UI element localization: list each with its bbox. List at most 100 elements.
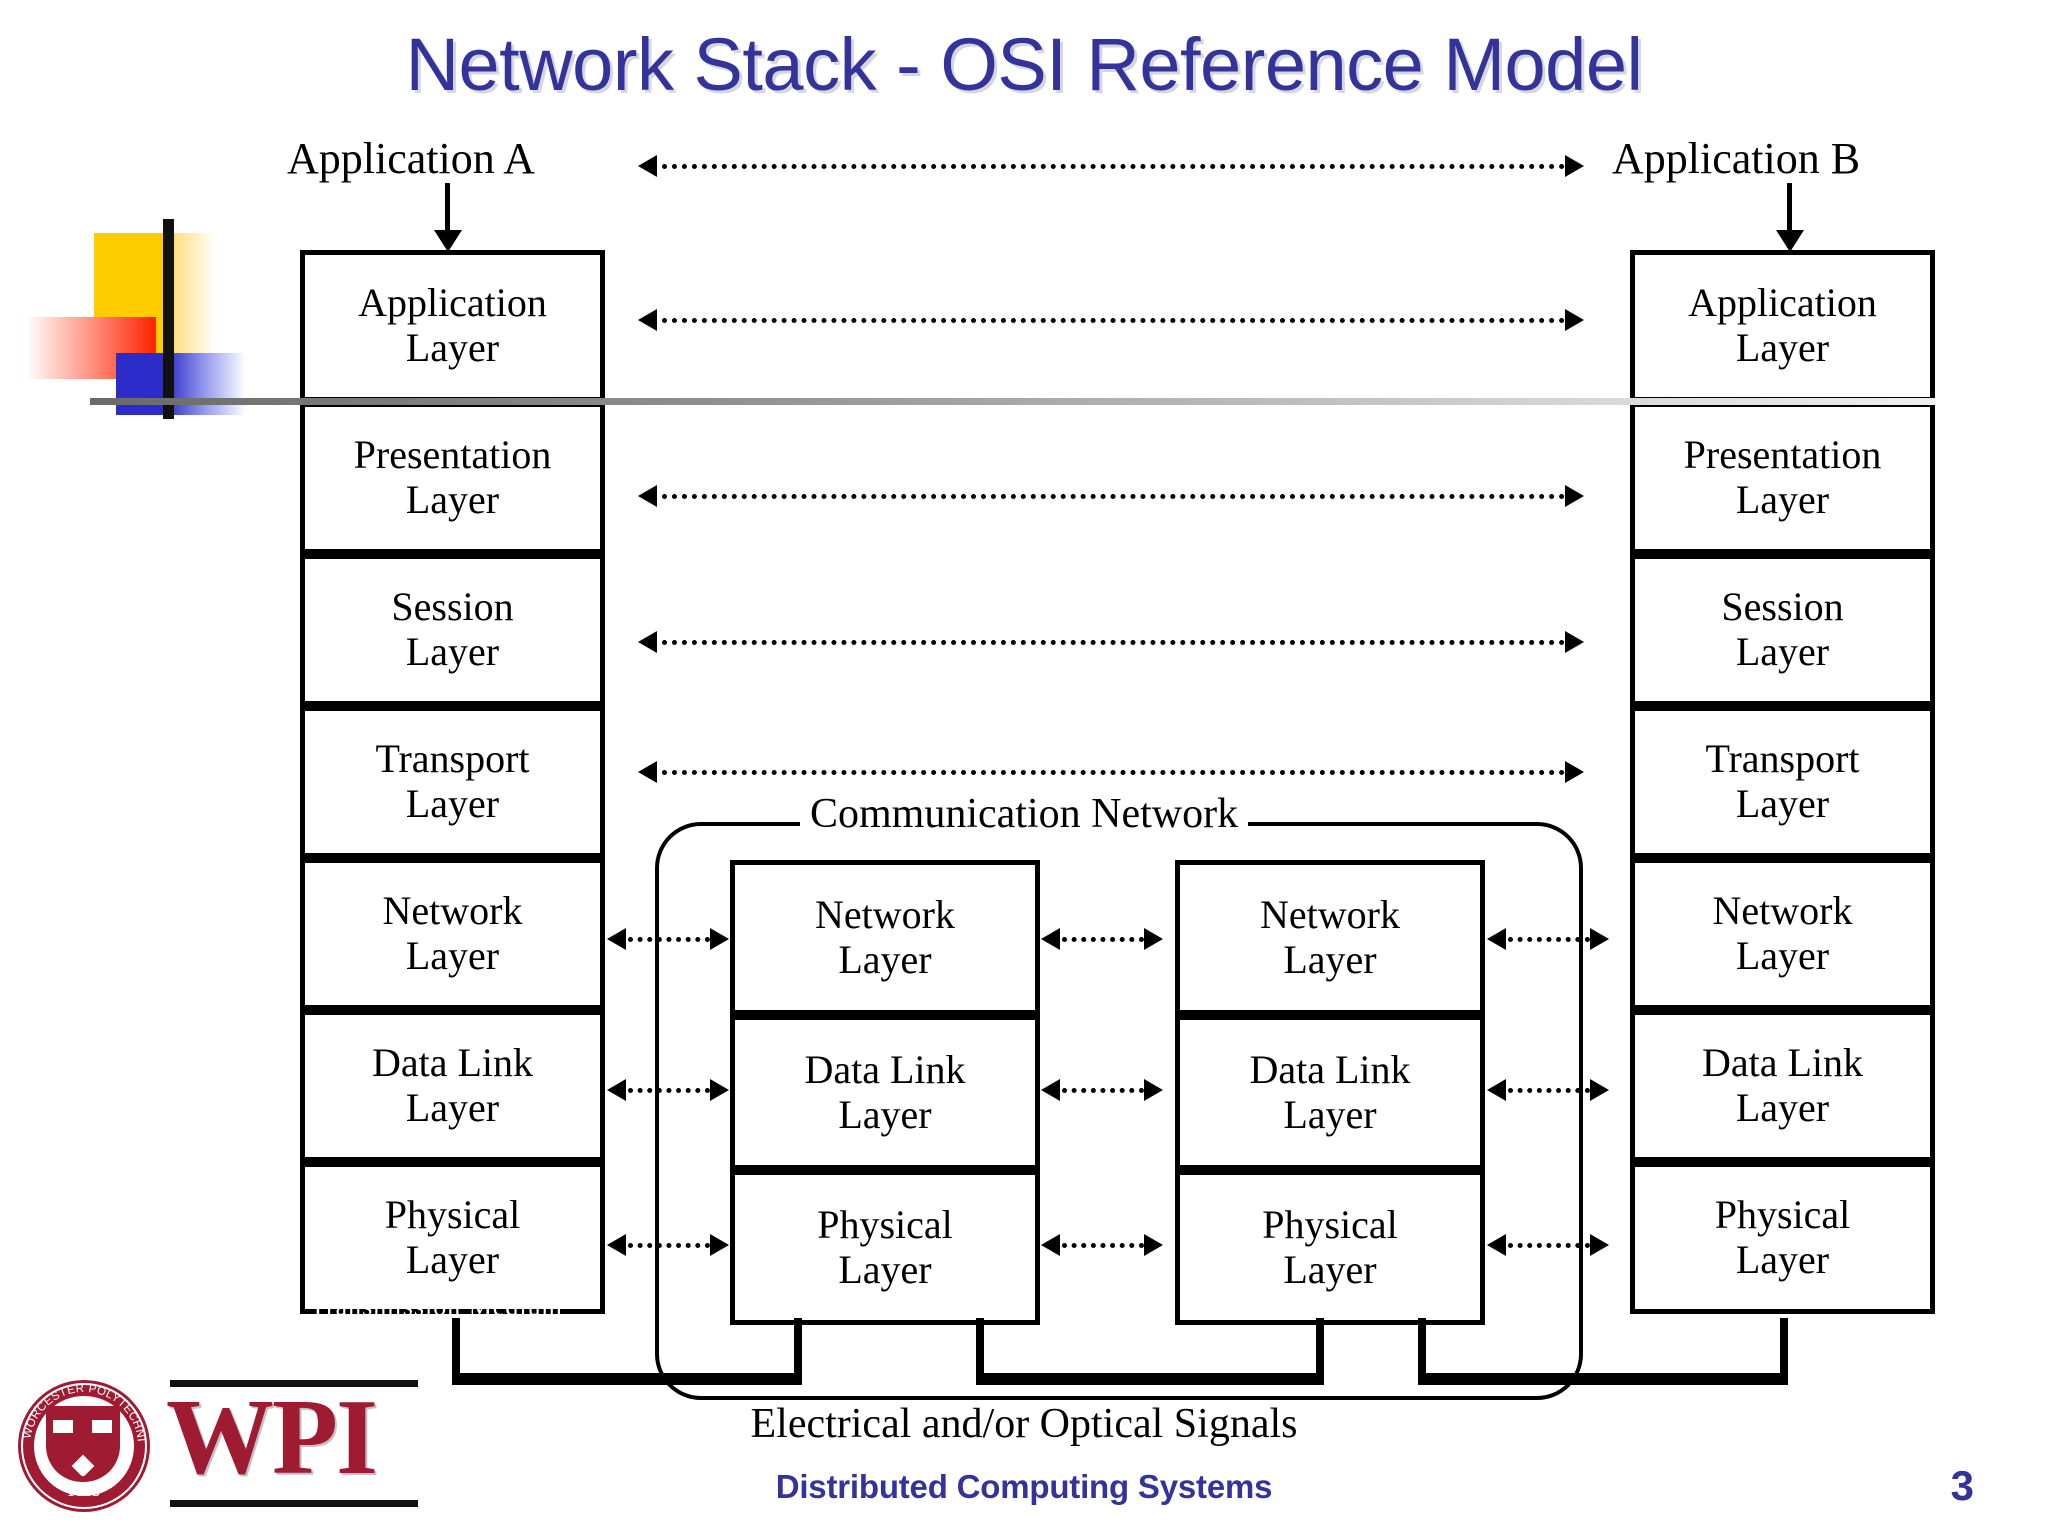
host-b-layer-application[interactable]: Application Layer [1630,250,1935,402]
bracket-left-leg [976,1318,984,1378]
link-a-r1-physical-head-left [607,1234,626,1256]
link-r2-b-physical-line [1508,1243,1590,1248]
layer-name-line2: Layer [838,936,932,982]
layer-name-line2: Layer [1735,629,1830,674]
peer-arrow-presentation-head-right [1565,485,1584,507]
layer-name-line2: Layer [1283,936,1377,982]
host-a-layer-network[interactable]: Network Layer [300,858,605,1010]
peer-arrow-endpoints-head-left [638,155,657,177]
router2-layer-datalink[interactable]: Data Link Layer [1175,1015,1485,1170]
seal-text-ring: WORCESTER POLYTECHNIC INSTITUTE [18,1380,147,1443]
obscured-transmission-medium-text: Transmission Medium [310,1292,563,1321]
svg-text:WORCESTER POLYTECHNIC INSTITUT: WORCESTER POLYTECHNIC INSTITUTE [18,1380,147,1443]
router1-layer-physical[interactable]: Physical Layer [730,1170,1040,1325]
peer-arrow-presentation-head-left [638,485,657,507]
link-r2-b-datalink-head-right [1590,1079,1609,1101]
layer-name-line2: Layer [405,933,500,978]
bracket-medium-r1-r2 [976,1318,1324,1388]
link-r1-r2-physical-line [1062,1243,1144,1248]
host-a-layer-presentation[interactable]: Presentation Layer [300,402,605,554]
layer-name-line1: Network [815,891,955,937]
peer-arrow-presentation-line [662,494,1565,499]
link-a-r1-datalink-head-left [607,1079,626,1101]
bracket-right-leg [794,1318,802,1378]
bracket-right-leg [1780,1318,1788,1378]
layer-name-line1: Physical [1714,1192,1851,1238]
bracket-base [1418,1373,1788,1385]
entry-arrow-b-shaft [1787,183,1792,238]
host-b-layer-session[interactable]: Session Layer [1630,554,1935,706]
router2-layer-physical[interactable]: Physical Layer [1175,1170,1485,1325]
peer-arrow-transport-line [662,770,1565,775]
link-r1-r2-physical-head-left [1041,1234,1060,1256]
host-b-layer-transport[interactable]: Transport Layer [1630,706,1935,858]
decoration-black-bar [163,219,174,419]
bracket-base [452,1373,802,1385]
layer-name-line1: Presentation [353,432,552,478]
endpoint-label-application-b: Application B [1612,134,1861,183]
layer-name-line1: Application [358,280,547,326]
bracket-right-leg [1316,1318,1324,1378]
entry-arrow-b-head [1776,230,1804,252]
layer-name-line1: Physical [1262,1201,1398,1247]
peer-arrow-application-head-left [638,309,657,331]
bracket-medium-r2-b [1418,1318,1788,1388]
link-r2-b-physical-head-left [1487,1234,1506,1256]
layer-name-line1: Data Link [1701,1040,1864,1086]
peer-arrow-endpoints-head-right [1565,155,1584,177]
logo-rule-top [170,1380,418,1387]
layer-name-line1: Session [391,584,514,630]
wpi-wordmark: WPI [166,1378,378,1497]
layer-name-line2: Layer [838,1246,932,1292]
layer-name-line1: Data Link [804,1046,966,1092]
layer-name-line1: Network [1712,888,1853,934]
link-r1-r2-datalink-head-left [1041,1079,1060,1101]
layer-name-line1: Data Link [371,1040,534,1086]
layer-name-line2: Layer [405,477,500,522]
link-r1-r2-datalink-line [1062,1088,1144,1093]
peer-arrow-transport-head-left [638,761,657,783]
bracket-base [976,1373,1324,1385]
bracket-medium-a-r1 [452,1318,802,1388]
host-a-layer-physical[interactable]: Physical Layer [300,1162,605,1314]
layer-name-line1: Network [382,888,523,934]
layer-name-line2: Layer [1283,1091,1377,1137]
layer-name-line1: Network [1260,891,1400,937]
peer-arrow-transport-head-right [1565,761,1584,783]
layer-name-line2: Layer [405,1237,500,1282]
peer-arrow-application-head-right [1565,309,1584,331]
host-a-layer-transport[interactable]: Transport Layer [300,706,605,858]
peer-arrow-application-line [662,318,1565,323]
link-r2-b-network-head-left [1487,928,1506,950]
link-r1-r2-network-line [1062,937,1144,942]
seal-year: 1865 [67,1484,101,1500]
link-r2-b-physical-head-right [1590,1234,1609,1256]
layer-name-line2: Layer [405,325,500,370]
link-a-r1-datalink-line [628,1088,710,1093]
logo-rule-bottom [170,1500,418,1507]
host-a-layer-session[interactable]: Session Layer [300,554,605,706]
seal-ring [21,1383,147,1509]
host-b-layer-network[interactable]: Network Layer [1630,858,1935,1010]
host-b-layer-physical[interactable]: Physical Layer [1630,1162,1935,1314]
router1-layer-datalink[interactable]: Data Link Layer [730,1015,1040,1170]
footer-title: Distributed Computing Systems [775,1468,1273,1505]
host-a-layer-application[interactable]: Application Layer [300,250,605,402]
link-r1-r2-network-head-left [1041,928,1060,950]
entry-arrow-a-head [434,230,462,252]
peer-arrow-session-line [662,640,1565,645]
layer-name-line1: Transport [1705,736,1860,782]
bracket-left-leg [452,1318,460,1378]
wpi-seal-icon: 1865 [18,1380,150,1512]
peer-arrow-endpoints-line [662,164,1565,169]
router1-layer-network[interactable]: Network Layer [730,860,1040,1015]
host-b-layer-presentation[interactable]: Presentation Layer [1630,402,1935,554]
peer-arrow-session-head-left [638,631,657,653]
link-a-r1-physical-head-right [710,1234,729,1256]
decoration-blue-block [116,353,246,415]
link-r2-b-network-line [1508,937,1590,942]
host-a-layer-datalink[interactable]: Data Link Layer [300,1010,605,1162]
router2-layer-network[interactable]: Network Layer [1175,860,1485,1015]
host-b-layer-datalink[interactable]: Data Link Layer [1630,1010,1935,1162]
